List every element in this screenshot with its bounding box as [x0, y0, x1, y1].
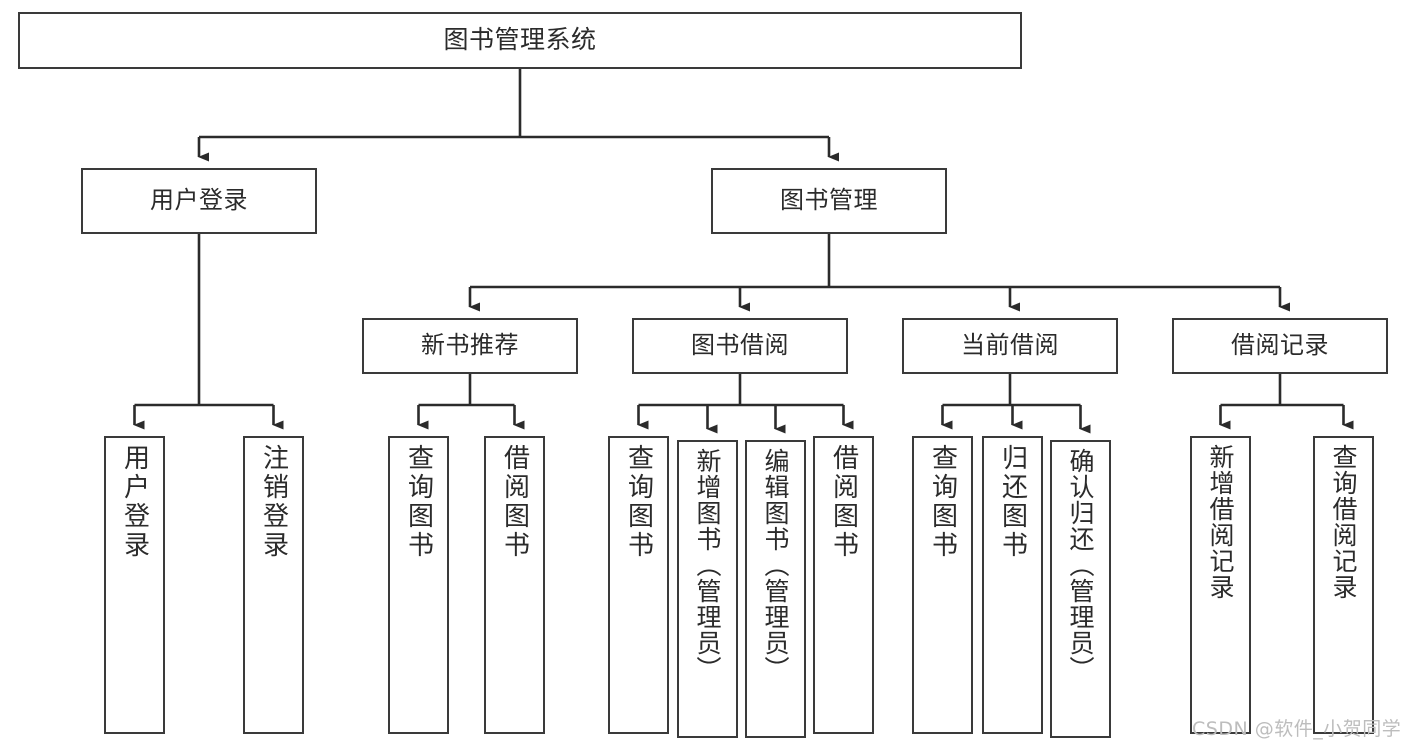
node-label: 图书借阅 — [691, 331, 789, 360]
node-leaf-cb-query[interactable]: 查询图书 — [912, 436, 973, 734]
node-leaf-br-add[interactable]: 新增借阅记录 — [1190, 436, 1251, 734]
node-label: 查询图书 — [403, 444, 434, 560]
node-label: 借阅图书 — [828, 444, 859, 560]
node-user-login[interactable]: 用户登录 — [81, 168, 317, 234]
node-label: 当前借阅 — [961, 331, 1059, 360]
node-label: 确认归还（管理员） — [1066, 448, 1095, 682]
node-label: 注销登录 — [258, 444, 289, 560]
node-leaf-bb-add[interactable]: 新增图书（管理员） — [677, 440, 738, 738]
node-label: 借阅记录 — [1231, 331, 1329, 360]
node-leaf-bb-borrow[interactable]: 借阅图书 — [813, 436, 874, 734]
node-leaf-cb-confirm[interactable]: 确认归还（管理员） — [1050, 440, 1111, 738]
node-leaf-user-login[interactable]: 用户登录 — [104, 436, 165, 734]
node-borrow-record[interactable]: 借阅记录 — [1172, 318, 1388, 374]
node-label: 查询借阅记录 — [1329, 444, 1358, 600]
node-new-book-rec[interactable]: 新书推荐 — [362, 318, 578, 374]
node-label: 编辑图书（管理员） — [761, 448, 790, 682]
node-leaf-rec-query[interactable]: 查询图书 — [388, 436, 449, 734]
node-leaf-bb-query[interactable]: 查询图书 — [608, 436, 669, 734]
node-leaf-bb-edit[interactable]: 编辑图书（管理员） — [745, 440, 806, 738]
node-current-borrow[interactable]: 当前借阅 — [902, 318, 1118, 374]
node-label: 新书推荐 — [421, 331, 519, 360]
node-label: 借阅图书 — [499, 444, 530, 560]
node-label: 查询图书 — [927, 444, 958, 560]
node-leaf-rec-borrow[interactable]: 借阅图书 — [484, 436, 545, 734]
node-book-borrow[interactable]: 图书借阅 — [632, 318, 848, 374]
node-label: 新增借阅记录 — [1206, 444, 1235, 600]
node-leaf-br-query[interactable]: 查询借阅记录 — [1313, 436, 1374, 734]
node-leaf-cb-return[interactable]: 归还图书 — [982, 436, 1043, 734]
node-label: 图书管理系统 — [443, 25, 597, 55]
node-leaf-user-logout[interactable]: 注销登录 — [243, 436, 304, 734]
node-label: 查询图书 — [623, 444, 654, 560]
node-root[interactable]: 图书管理系统 — [18, 12, 1022, 69]
node-label: 用户登录 — [150, 186, 248, 215]
node-label: 图书管理 — [780, 186, 878, 215]
node-label: 用户登录 — [119, 444, 150, 560]
node-label: 新增图书（管理员） — [693, 448, 722, 682]
node-book-manage[interactable]: 图书管理 — [711, 168, 947, 234]
csdn-watermark: CSDN @软件_小贺同学 — [1192, 718, 1402, 740]
node-label: 归还图书 — [997, 444, 1028, 560]
